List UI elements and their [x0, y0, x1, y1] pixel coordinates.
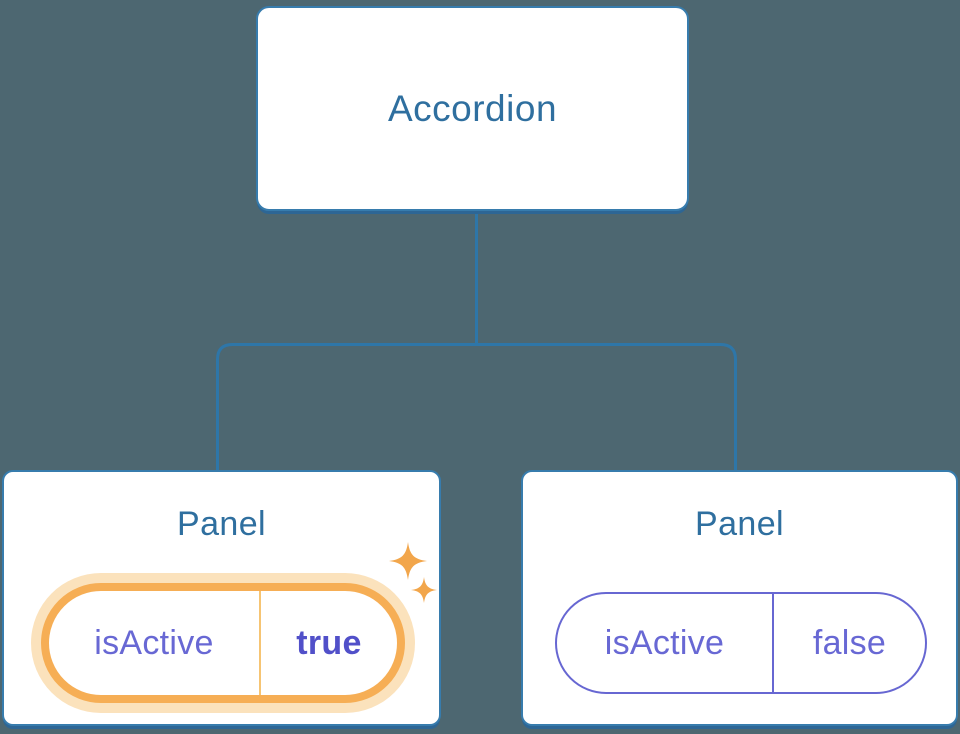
state-name: isActive — [49, 591, 261, 695]
state-pill-active: isActive true — [41, 583, 405, 703]
sparkle-icon — [389, 542, 437, 603]
sparkle-icon-small — [411, 577, 437, 603]
panel-node-label: Panel — [695, 505, 784, 543]
state-pill-inactive: isActive false — [555, 592, 927, 694]
state-name: isActive — [557, 594, 774, 692]
accordion-node-label: Accordion — [387, 87, 558, 129]
state-value: false — [812, 623, 887, 662]
panel-node-label: Panel — [177, 505, 266, 543]
accordion-node: Accordion — [256, 6, 689, 211]
sparkle-icon-large — [389, 542, 427, 580]
panel-node-active: Panel isActive true — [2, 470, 441, 726]
state-value: true — [296, 623, 362, 662]
panel-node-inactive: Panel isActive false — [521, 470, 958, 726]
